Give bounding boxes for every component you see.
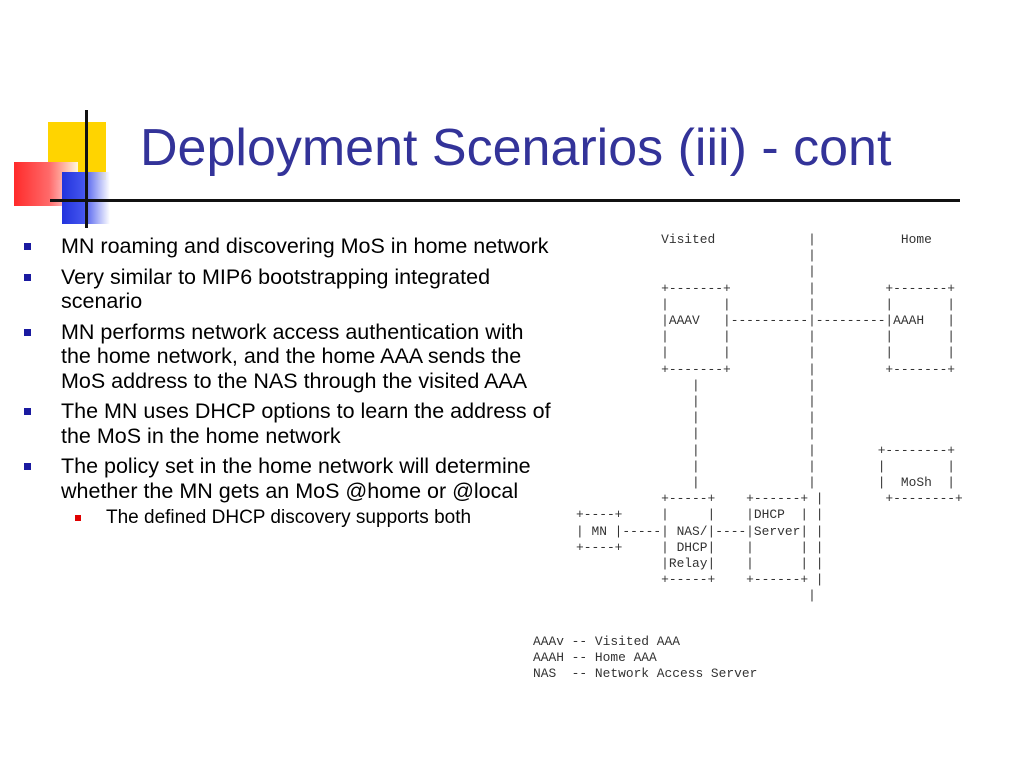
bullet-square-icon bbox=[24, 328, 31, 336]
bullet-text: MN roaming and discovering MoS in home n… bbox=[61, 234, 549, 258]
bullet-square-icon bbox=[24, 408, 31, 415]
legend-line: NAS -- Network Access Server bbox=[533, 666, 758, 682]
bullet-item: MN performs network access authenticatio… bbox=[22, 320, 552, 394]
bullet-text: The policy set in the home network will … bbox=[61, 454, 531, 503]
bullet-item: Very similar to MIP6 bootstrapping integ… bbox=[22, 265, 552, 314]
sub-bullet-text: The defined DHCP discovery supports both bbox=[106, 507, 472, 528]
bullet-square-icon bbox=[24, 243, 31, 250]
bullet-list: MN roaming and discovering MoS in home n… bbox=[22, 234, 552, 535]
slide-logo-icon bbox=[0, 100, 140, 230]
bullet-square-icon bbox=[24, 463, 31, 470]
bullet-item: The policy set in the home network will … bbox=[22, 454, 552, 503]
network-ascii-diagram: Visited | Home | | +-------+ | +-------+… bbox=[576, 232, 963, 604]
sub-bullet-square-icon bbox=[75, 515, 81, 521]
sub-bullet-item: The defined DHCP discovery supports both bbox=[22, 507, 552, 529]
bullet-item: The MN uses DHCP options to learn the ad… bbox=[22, 399, 552, 448]
legend-line: AAAv -- Visited AAA bbox=[533, 634, 680, 649]
slide-title: Deployment Scenarios (iii) - cont bbox=[140, 119, 892, 177]
bullet-text: The MN uses DHCP options to learn the ad… bbox=[61, 399, 551, 448]
title-underline bbox=[50, 199, 960, 202]
logo-vertical-line bbox=[85, 110, 88, 228]
bullet-item: MN roaming and discovering MoS in home n… bbox=[22, 234, 552, 259]
legend-line: AAAH -- Home AAA bbox=[533, 650, 657, 666]
bullet-text: MN performs network access authenticatio… bbox=[61, 319, 528, 393]
diagram-legend: AAAv -- Visited AAA AAAH -- Home AAA NAS… bbox=[533, 634, 757, 683]
bullet-text: Very similar to MIP6 bootstrapping integ… bbox=[61, 264, 491, 314]
bullet-square-icon bbox=[24, 273, 31, 281]
